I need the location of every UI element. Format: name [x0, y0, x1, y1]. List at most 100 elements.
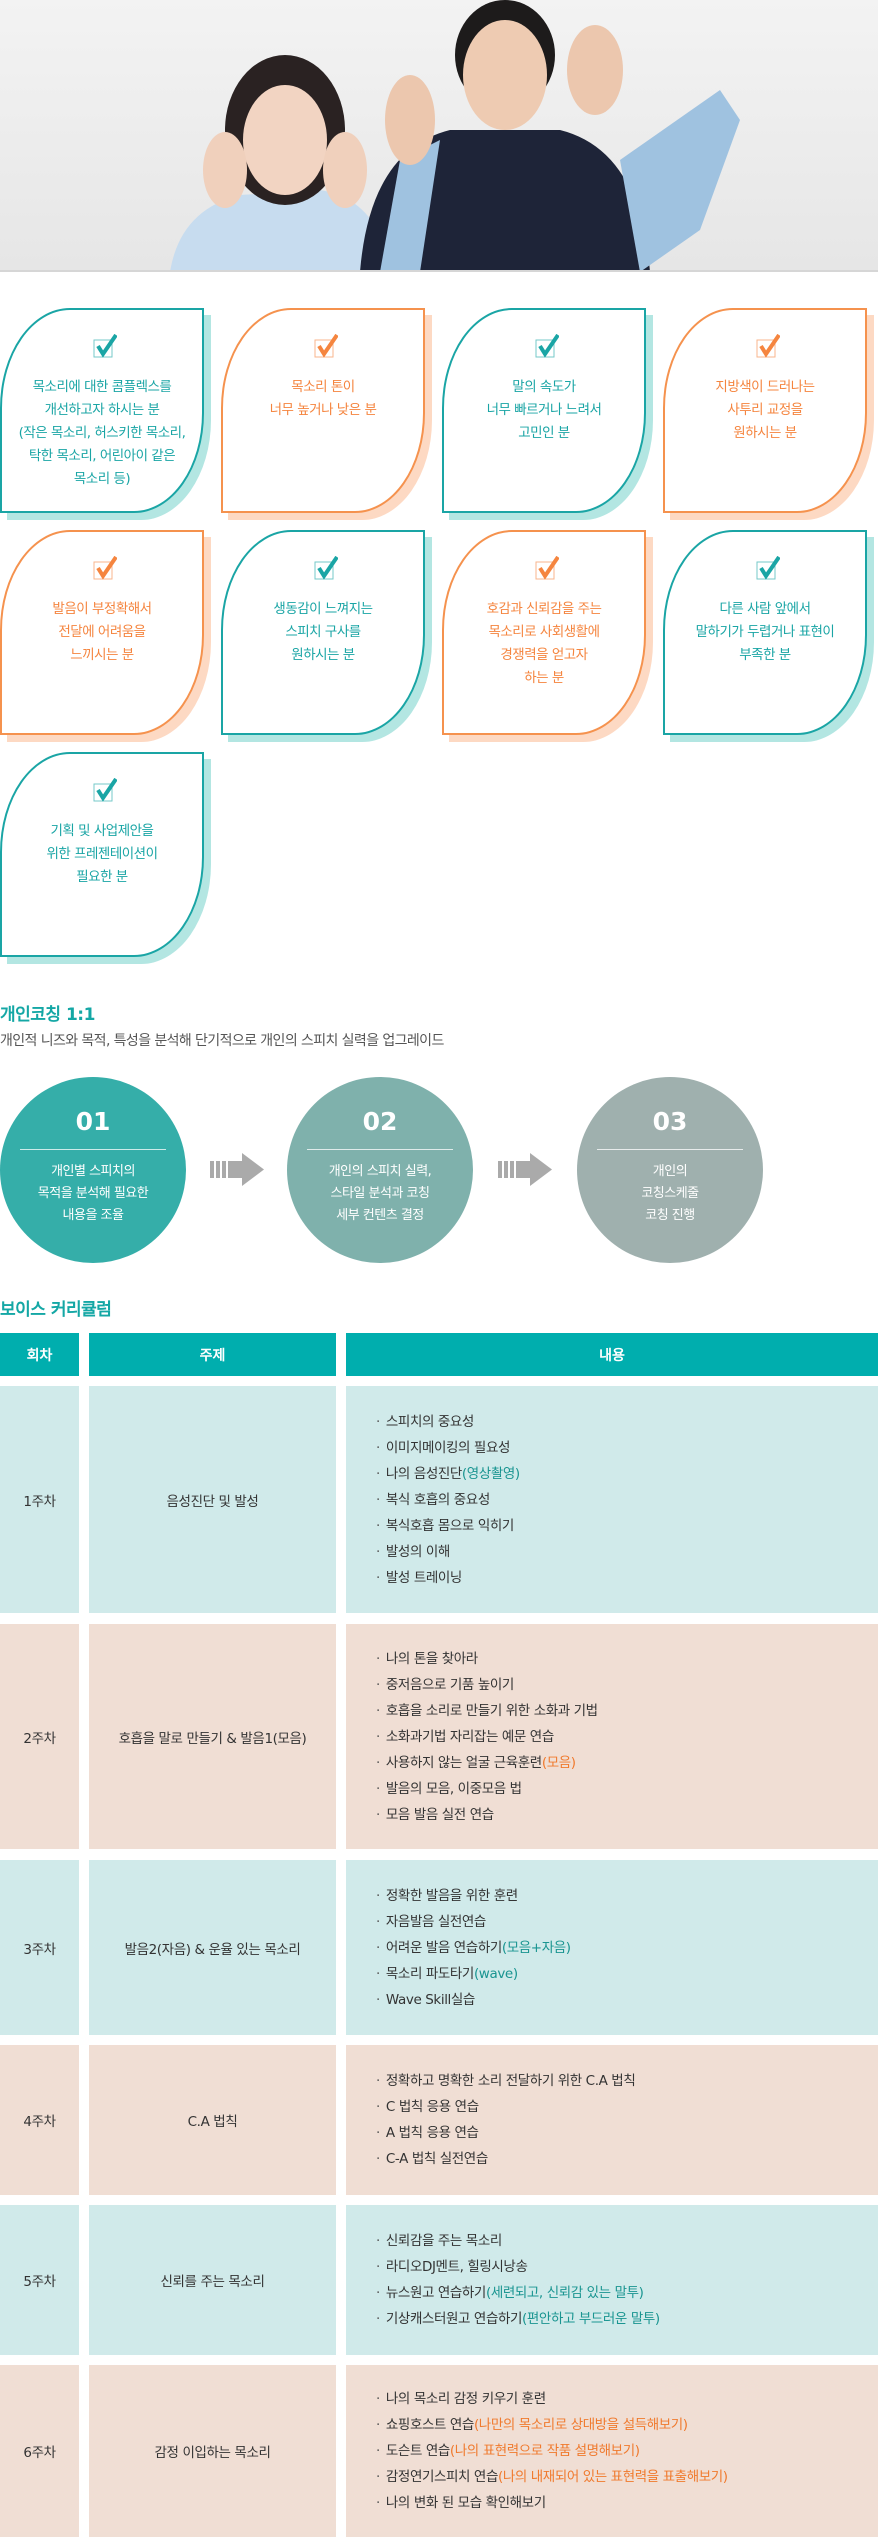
list-item: 자음발음 실전연습 [376, 1909, 571, 1935]
target-card: 기획 및 사업제안을 위한 프레젠테이션이 필요한 분 [0, 752, 204, 957]
target-card: 목소리에 대한 콤플렉스를 개선하고자 하시는 분 (작은 목소리, 허스키한 … [0, 308, 204, 513]
list-item: 라디오DJ멘트, 힐링시낭송 [376, 2254, 660, 2280]
content-cell: 스피치의 중요성이미지메이킹의 필요성나의 음성진단(영상촬영)복식 호흡의 중… [346, 1386, 878, 1613]
content-cell: 신뢰감을 주는 목소리라디오DJ멘트, 힐링시낭송뉴스원고 연습하기(세련되고,… [346, 2205, 878, 2355]
list-item: 소화과기법 자리잡는 예문 연습 [376, 1724, 598, 1750]
list-item: 어려운 발음 연습하기(모음+자음) [376, 1935, 571, 1961]
topic-cell: 호흡을 말로 만들기 & 발음1(모음) [89, 1624, 336, 1849]
content-cell: 나의 목소리 감정 키우기 훈련쇼핑호스트 연습(나만의 목소리로 상대방을 설… [346, 2365, 878, 2537]
list-item: 신뢰감을 주는 목소리 [376, 2228, 660, 2254]
card-text: 기획 및 사업제안을 위한 프레젠테이션이 필요한 분 [46, 823, 158, 885]
list-item: 쇼핑호스트 연습(나만의 목소리로 상대방을 설득해보기) [376, 2412, 728, 2438]
card-text: 다른 사람 앞에서 말하기가 두렵거나 표현이 부족한 분 [695, 601, 835, 663]
checkbox-check-icon [93, 334, 117, 358]
list-item: 나의 목소리 감정 키우기 훈련 [376, 2386, 728, 2412]
content-cell: 나의 톤을 찾아라중저음으로 기품 높이기호흡을 소리로 만들기 위한 소화과 … [346, 1624, 878, 1849]
week-cell: 1주차 [0, 1386, 79, 1613]
list-item: 뉴스원고 연습하기(세련되고, 신뢰감 있는 말투) [376, 2280, 660, 2306]
header-topic: 주제 [89, 1333, 336, 1376]
week-cell: 3주차 [0, 1860, 79, 2035]
list-item: 복식호흡 몸으로 익히기 [376, 1513, 520, 1539]
week-cell: 4주차 [0, 2045, 79, 2195]
highlight-note: (세련되고, 신뢰감 있는 말투) [485, 2285, 644, 2301]
divider [597, 1149, 743, 1150]
list-item: 감정연기스피치 연습(나의 내재되어 있는 표현력을 표출해보기) [376, 2464, 728, 2490]
card-text: 말의 속도가 너무 빠르거나 느려서 고민인 분 [486, 379, 602, 441]
list-item: 모음 발음 실전 연습 [376, 1802, 598, 1828]
checkbox-check-icon [314, 556, 338, 580]
week-cell: 6주차 [0, 2365, 79, 2537]
checkbox-check-icon [535, 556, 559, 580]
card-text: 지방색이 드러나는 사투리 교정을 원하시는 분 [715, 379, 815, 441]
arrow-right-icon [210, 1153, 264, 1186]
checkbox-check-icon [93, 556, 117, 580]
content-list: 나의 목소리 감정 키우기 훈련쇼핑호스트 연습(나만의 목소리로 상대방을 설… [376, 2386, 728, 2516]
hero-image [0, 0, 878, 272]
target-card: 발음이 부정확해서 전달에 어려움을 느끼시는 분 [0, 530, 204, 735]
target-card: 다른 사람 앞에서 말하기가 두렵거나 표현이 부족한 분 [663, 530, 867, 735]
list-item: C-A 법칙 실전연습 [376, 2146, 635, 2172]
list-item: C 법칙 응용 연습 [376, 2094, 635, 2120]
target-card: 말의 속도가 너무 빠르거나 느려서 고민인 분 [442, 308, 646, 513]
header-content: 내용 [346, 1333, 878, 1376]
step-number: 03 [652, 1107, 688, 1136]
card-text: 호감과 신뢰감을 주는 목소리로 사회생활에 경쟁력을 얻고자 하는 분 [486, 601, 602, 686]
content-cell: 정확한 발음을 위한 훈련자음발음 실전연습어려운 발음 연습하기(모음+자음)… [346, 1860, 878, 2035]
step-circle-01: 01 개인별 스피치의 목적을 분석해 필요한 내용을 조율 [0, 1077, 186, 1263]
list-item: 정확하고 명확한 소리 전달하기 위한 C.A 법칙 [376, 2068, 636, 2094]
content-list: 정확하고 명확한 소리 전달하기 위한 C.A 법칙C 법칙 응용 연습A 법칙… [376, 2068, 636, 2172]
header-week: 회차 [0, 1333, 79, 1376]
card-text: 목소리에 대한 콤플렉스를 개선하고자 하시는 분 (작은 목소리, 허스키한 … [18, 379, 186, 487]
list-item: 이미지메이킹의 필요성 [376, 1435, 520, 1461]
list-item: 나의 음성진단(영상촬영) [376, 1461, 520, 1487]
list-item: 도슨트 연습(나의 표현력으로 작품 설명해보기) [376, 2438, 728, 2464]
highlight-note: (편안하고 부드러운 말투) [522, 2311, 660, 2327]
topic-cell: 음성진단 및 발성 [89, 1386, 336, 1613]
card-text: 목소리 톤이 너무 높거나 낮은 분 [269, 379, 377, 418]
card-text: 생동감이 느껴지는 스피치 구사를 원하시는 분 [273, 601, 373, 663]
step-number: 02 [362, 1107, 398, 1136]
topic-cell: 발음2(자음) & 운율 있는 목소리 [89, 1860, 336, 2035]
target-card: 호감과 신뢰감을 주는 목소리로 사회생활에 경쟁력을 얻고자 하는 분 [442, 530, 646, 735]
target-card: 생동감이 느껴지는 스피치 구사를 원하시는 분 [221, 530, 425, 735]
topic-cell: C.A 법칙 [89, 2045, 336, 2195]
list-item: 복식 호흡의 중요성 [376, 1487, 520, 1513]
highlight-note: (나의 표현력으로 작품 설명해보기) [449, 2443, 640, 2459]
list-item: 사용하지 않는 얼굴 근육훈련(모음) [376, 1750, 598, 1776]
card-text: 발음이 부정확해서 전달에 어려움을 느끼시는 분 [52, 601, 152, 663]
step-number: 01 [75, 1107, 111, 1136]
checkbox-check-icon [93, 778, 117, 802]
list-item: A 법칙 응용 연습 [376, 2120, 635, 2146]
highlight-note: (나의 내재되어 있는 표현력을 표출해보기) [497, 2469, 728, 2485]
coaching-subtitle: 개인적 니즈와 목적, 특성을 분석해 단기적으로 개인의 스피치 실력을 업그… [0, 1033, 444, 1049]
checkbox-check-icon [756, 334, 780, 358]
list-item: 나의 변화 된 모습 확인해보기 [376, 2490, 728, 2516]
hero-photo-illustration [170, 0, 740, 270]
step-text: 개인별 스피치의 목적을 분석해 필요한 내용을 조율 [37, 1164, 149, 1223]
week-cell: 5주차 [0, 2205, 79, 2355]
list-item: 호흡을 소리로 만들기 위한 소화과 기법 [376, 1698, 598, 1724]
coaching-title: 개인코칭 1:1 [0, 1005, 95, 1025]
highlight-note: (모음) [541, 1754, 576, 1771]
checkbox-check-icon [535, 334, 559, 358]
content-list: 스피치의 중요성이미지메이킹의 필요성나의 음성진단(영상촬영)복식 호흡의 중… [376, 1409, 520, 1591]
highlight-note: (영상촬영) [461, 1465, 520, 1482]
list-item: 스피치의 중요성 [376, 1409, 520, 1435]
content-cell: 정확하고 명확한 소리 전달하기 위한 C.A 법칙C 법칙 응용 연습A 법칙… [346, 2045, 878, 2195]
topic-cell: 신뢰를 주는 목소리 [89, 2205, 336, 2355]
list-item: 발성 트레이닝 [376, 1565, 520, 1591]
content-list: 나의 톤을 찾아라중저음으로 기품 높이기호흡을 소리로 만들기 위한 소화과 … [376, 1646, 598, 1828]
checkbox-check-icon [314, 334, 338, 358]
week-cell: 2주차 [0, 1624, 79, 1849]
highlight-note: (모음+자음) [501, 1939, 571, 1956]
checkbox-check-icon [756, 556, 780, 580]
list-item: 발음의 모음, 이중모음 법 [376, 1776, 598, 1802]
list-item: Wave Skill실습 [376, 1987, 571, 2013]
content-list: 신뢰감을 주는 목소리라디오DJ멘트, 힐링시낭송뉴스원고 연습하기(세련되고,… [376, 2228, 660, 2332]
target-card: 목소리 톤이 너무 높거나 낮은 분 [221, 308, 425, 513]
divider [307, 1149, 453, 1150]
divider [20, 1149, 166, 1150]
step-text: 개인의 코칭스케줄 코칭 진행 [641, 1164, 699, 1223]
highlight-note: (wave) [473, 1965, 518, 1982]
